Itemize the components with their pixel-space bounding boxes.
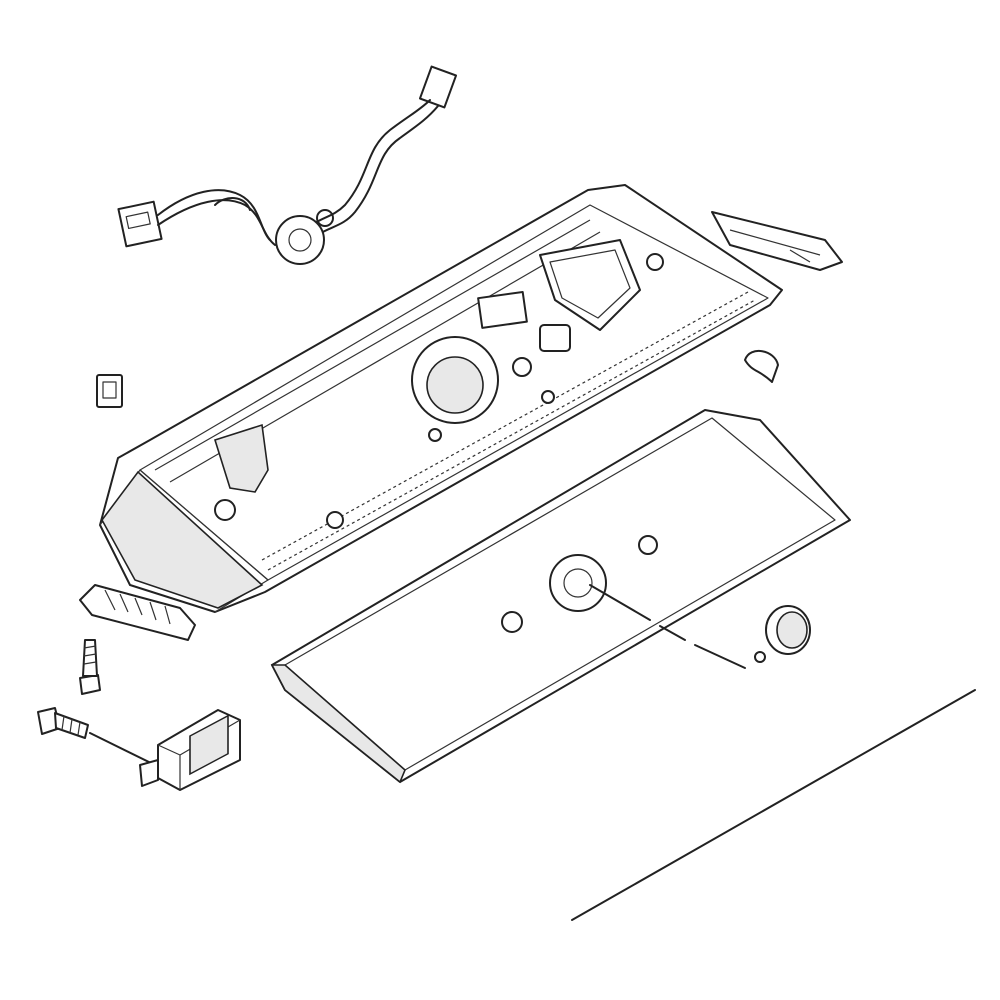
- console-housing: [99, 184, 783, 613]
- harness-connector-left: [117, 200, 163, 248]
- right-bracket: [711, 211, 843, 271]
- button-opening: [539, 324, 571, 352]
- rod: [571, 689, 976, 921]
- control-panel-overlay: [270, 409, 851, 784]
- wire-harness: [117, 65, 458, 265]
- display-window: [477, 290, 528, 329]
- harness-connector-top: [418, 65, 458, 109]
- lamp-socket: [275, 215, 325, 265]
- screw-lower: [37, 707, 156, 766]
- clip-left: [96, 374, 123, 408]
- knob-shaft-bearing: [549, 554, 607, 612]
- knob-shaft: [589, 584, 766, 669]
- dispenser-recess: [539, 239, 641, 331]
- screw-upper: [79, 639, 101, 695]
- indicator-lens: [213, 423, 269, 493]
- clip-right: [744, 350, 779, 383]
- electronic-module: [139, 709, 241, 791]
